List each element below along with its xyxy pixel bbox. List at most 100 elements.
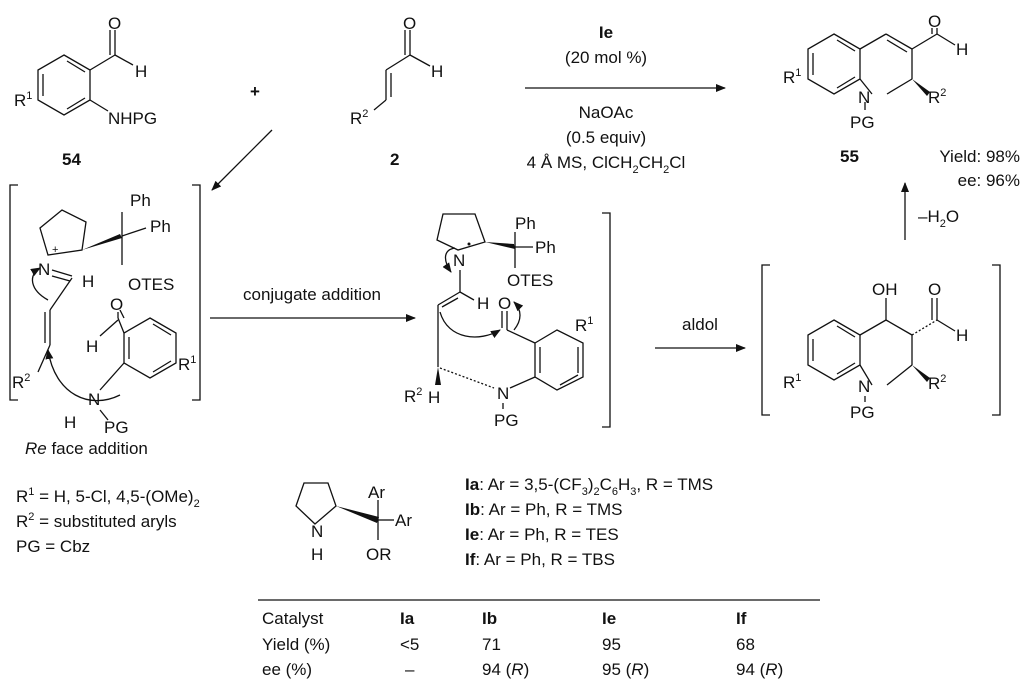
compound-label-2: 2 <box>390 150 399 169</box>
atom-N: N <box>858 377 870 396</box>
substituent-R2: R2 <box>12 372 30 392</box>
substituent-R1: R1 <box>14 90 32 110</box>
dehydration-label: –H2O <box>918 207 959 230</box>
table-cell: 95 <box>602 635 621 654</box>
aryl-label: Ar <box>368 483 385 502</box>
base-amount: (0.5 equiv) <box>566 128 646 147</box>
yield-result: Yield: 98% <box>939 147 1020 166</box>
table-cell: 94 (R) <box>736 660 783 679</box>
or-label: OR <box>366 545 392 564</box>
hydroxyl-label: OH <box>872 280 898 299</box>
aldol-intermediate: OH O H R2 R1 N PG <box>761 264 1001 422</box>
atom-N: N <box>453 251 465 270</box>
atom-O: O <box>110 295 123 314</box>
substituent-R2: R2 <box>928 87 946 107</box>
atom-O: O <box>108 14 121 33</box>
atom-H: H <box>428 388 440 407</box>
compound-2-structure: O H R2 2 <box>350 14 443 169</box>
table-header-row: Catalyst Ia Ib Ie If <box>262 609 747 628</box>
header-cell: Ib <box>482 609 497 628</box>
catalyst-list: Ia: Ar = 3,5-(CF3)2C6H3, R = TMS Ib: Ar … <box>465 475 713 569</box>
table-cell: ee (%) <box>262 660 312 679</box>
atom-PG: PG <box>104 418 129 437</box>
right-bracket-close <box>992 264 1001 416</box>
phenyl-label: Ph <box>535 238 556 257</box>
atom-N: N <box>38 260 50 279</box>
header-cell: Ie <box>602 609 616 628</box>
compound-label-54: 54 <box>62 150 81 169</box>
otes-label: OTES <box>507 271 553 290</box>
atom-H: H <box>477 294 489 313</box>
substituent-R1: R1 <box>178 354 196 374</box>
plus-sign: + <box>250 82 260 101</box>
atom-N: N <box>497 384 509 403</box>
iminium-intermediate: Ph Ph OTES N + H R2 O H R1 N H PG <box>9 184 201 437</box>
otes-label: OTES <box>128 275 174 294</box>
substituent-R2: R2 <box>350 108 368 128</box>
additive-solvent: 4 Å MS, ClCH2CH2Cl <box>527 153 686 176</box>
aryl-label: Ar <box>395 511 412 530</box>
reaction-conditions: Ie (20 mol %) NaOAc (0.5 equiv) 4 Å MS, … <box>527 23 686 176</box>
base-label: NaOAc <box>579 103 634 122</box>
catalyst-structure: Ar Ar OR N H <box>295 482 412 564</box>
mechanism-arrow <box>211 129 273 191</box>
atom-N: N <box>311 522 323 541</box>
substituent-R2: R2 <box>928 373 946 393</box>
catalyst-loading: (20 mol %) <box>565 48 647 67</box>
enamine-intermediate: Ph Ph OTES N H R2 H O R1 N PG <box>404 212 611 430</box>
atom-O: O <box>403 14 416 33</box>
atom-PG: PG <box>850 113 875 132</box>
catalyst-Ib: Ib: Ar = Ph, R = TMS <box>465 500 622 519</box>
r1-definition: R1 = H, 5-Cl, 4,5-(OMe)2 <box>16 486 200 510</box>
pg-definition: PG = Cbz <box>16 537 90 556</box>
catalyst-label: Ie <box>599 23 613 42</box>
header-cell: Ia <box>400 609 415 628</box>
left-bracket-open <box>9 184 18 401</box>
electron-arrow <box>513 301 524 331</box>
table-cell: – <box>405 660 415 679</box>
positive-charge: + <box>52 244 58 256</box>
electron-arrow <box>45 349 121 402</box>
aldol-label: aldol <box>682 315 718 334</box>
substituent-legend: R1 = H, 5-Cl, 4,5-(OMe)2 R2 = substitute… <box>16 486 200 556</box>
catalyst-Ia: Ia: Ar = 3,5-(CF3)2C6H3, R = TMS <box>465 475 713 498</box>
conjugate-addition-label: conjugate addition <box>243 285 381 304</box>
phenyl-label: Ph <box>515 214 536 233</box>
header-cell: Catalyst <box>262 609 324 628</box>
table-cell: 68 <box>736 635 755 654</box>
atom-H: H <box>956 326 968 345</box>
electron-arrow <box>30 267 49 301</box>
atom-H: H <box>64 413 76 432</box>
table-cell: Yield (%) <box>262 635 330 654</box>
substituent-R1: R1 <box>575 315 593 335</box>
left-bracket-close <box>192 184 201 401</box>
catalyst-Ie: Ie: Ar = Ph, R = TES <box>465 525 619 544</box>
substituent-R1: R1 <box>783 67 801 87</box>
atom-H: H <box>431 62 443 81</box>
table-cell: 95 (R) <box>602 660 649 679</box>
compound-label-55: 55 <box>840 147 859 166</box>
atom-PG: PG <box>850 403 875 422</box>
electron-arrow <box>439 311 501 339</box>
catalyst-table: Catalyst Ia Ib Ie If Yield (%) <5 71 95 … <box>258 599 820 679</box>
ee-result: ee: 96% <box>958 171 1020 190</box>
re-face-label: Re face addition <box>25 439 148 458</box>
compound-55-structure: O H N PG R2 R1 55 Yield: 98% ee: 96% <box>783 12 1020 190</box>
atom-H: H <box>311 545 323 564</box>
atom-N: N <box>858 88 870 107</box>
header-cell: If <box>736 609 747 628</box>
atom-H: H <box>86 337 98 356</box>
atom-PG: PG <box>494 411 519 430</box>
table-cell: 71 <box>482 635 501 654</box>
atom-H: H <box>135 62 147 81</box>
atom-NHPG: NHPG <box>108 109 157 128</box>
compound-54-structure: O H NHPG R1 54 <box>14 14 157 169</box>
atom-H: H <box>956 40 968 59</box>
forming-bond <box>439 367 495 389</box>
r2-definition: R2 = substituted aryls <box>16 511 177 531</box>
atom-H: H <box>82 272 94 291</box>
phenyl-label: Ph <box>150 217 171 236</box>
electron-arrow <box>442 247 456 273</box>
table-cell: 94 (R) <box>482 660 529 679</box>
